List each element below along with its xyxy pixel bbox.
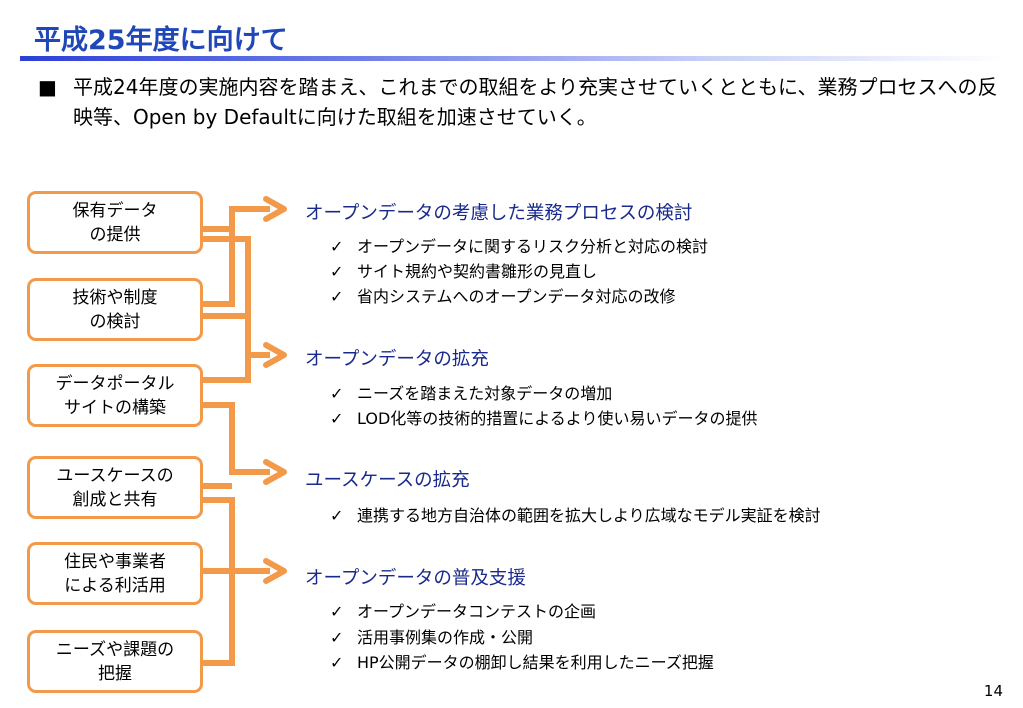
square-bullet-icon: ■ [38, 75, 57, 99]
connector-line [203, 497, 270, 574]
source-box: 保有データ の提供 [27, 191, 203, 254]
arrow-head-icon [263, 558, 287, 584]
item-text: 連携する地方自治体の範囲を拡大しより広域なモデル実証を検討 [357, 506, 821, 525]
section-heading: オープンデータの考慮した業務プロセスの検討 [305, 203, 693, 224]
slide-title: 平成25年度に向けて [34, 25, 288, 56]
item-text: 省内システムへのオープンデータ対応の改修 [357, 287, 676, 306]
list-item: ✓ HP公開データの棚卸し結果を利用したニーズ把握 [330, 649, 714, 673]
page-number: 14 [983, 682, 1003, 700]
item-text: LOD化等の技術的措置によるより使い易いデータの提供 [357, 409, 758, 428]
arrow-head-icon [263, 459, 287, 485]
list-item: ✓ オープンデータコンテストの企画 [330, 598, 596, 622]
intro-paragraph: ■ 平成24年度の実施内容を踏まえ、これまでの取組をより充実させていくとともに、… [38, 72, 998, 132]
source-box: データポータル サイトの構築 [27, 364, 203, 427]
section-heading: オープンデータの普及支援 [305, 568, 526, 589]
list-item: ✓ 省内システムへのオープンデータ対応の改修 [330, 283, 676, 307]
check-icon: ✓ [330, 653, 344, 672]
connector-line [203, 206, 270, 232]
source-box: ニーズや課題の 把握 [27, 630, 203, 693]
arrow-head-icon [263, 196, 287, 222]
list-item: ✓ LOD化等の技術的措置によるより使い易いデータの提供 [330, 405, 757, 429]
intro-text: 平成24年度の実施内容を踏まえ、これまでの取組をより充実させていくとともに、業務… [73, 75, 998, 129]
check-icon: ✓ [330, 602, 344, 621]
item-text: HP公開データの棚卸し結果を利用したニーズ把握 [357, 653, 714, 672]
item-text: サイト規約や契約書雛形の見直し [357, 262, 598, 281]
list-item: ✓ 活用事例集の作成・公開 [330, 624, 533, 648]
check-icon: ✓ [330, 384, 344, 403]
check-icon: ✓ [330, 409, 344, 428]
source-box: 技術や制度 の検討 [27, 278, 203, 341]
connector-line [203, 355, 251, 383]
list-item: ✓ 連携する地方自治体の範囲を拡大しより広域なモデル実証を検討 [330, 502, 821, 526]
check-icon: ✓ [330, 506, 344, 525]
connector-line [203, 402, 270, 475]
connector-line [203, 209, 235, 307]
list-item: ✓ オープンデータに関するリスク分析と対応の検討 [330, 233, 708, 257]
check-icon: ✓ [330, 287, 344, 306]
check-icon: ✓ [330, 262, 344, 281]
section-heading: ユースケースの拡充 [305, 470, 470, 491]
source-box: ユースケースの 創成と共有 [27, 456, 203, 519]
connector-line [203, 236, 270, 358]
section-heading: オープンデータの拡充 [305, 349, 489, 370]
item-text: 活用事例集の作成・公開 [357, 628, 534, 647]
source-box: 住民や事業者 による利活用 [27, 542, 203, 605]
check-icon: ✓ [330, 628, 344, 647]
title-underline [20, 56, 1005, 61]
item-text: オープンデータに関するリスク分析と対応の検討 [357, 237, 709, 256]
connector-line [203, 571, 235, 666]
check-icon: ✓ [330, 237, 344, 256]
item-text: オープンデータコンテストの企画 [357, 602, 597, 621]
arrow-head-icon [263, 342, 287, 368]
list-item: ✓ サイト規約や契約書雛形の見直し [330, 258, 597, 282]
item-text: ニーズを踏まえた対象データの増加 [357, 384, 613, 403]
list-item: ✓ ニーズを踏まえた対象データの増加 [330, 380, 612, 404]
